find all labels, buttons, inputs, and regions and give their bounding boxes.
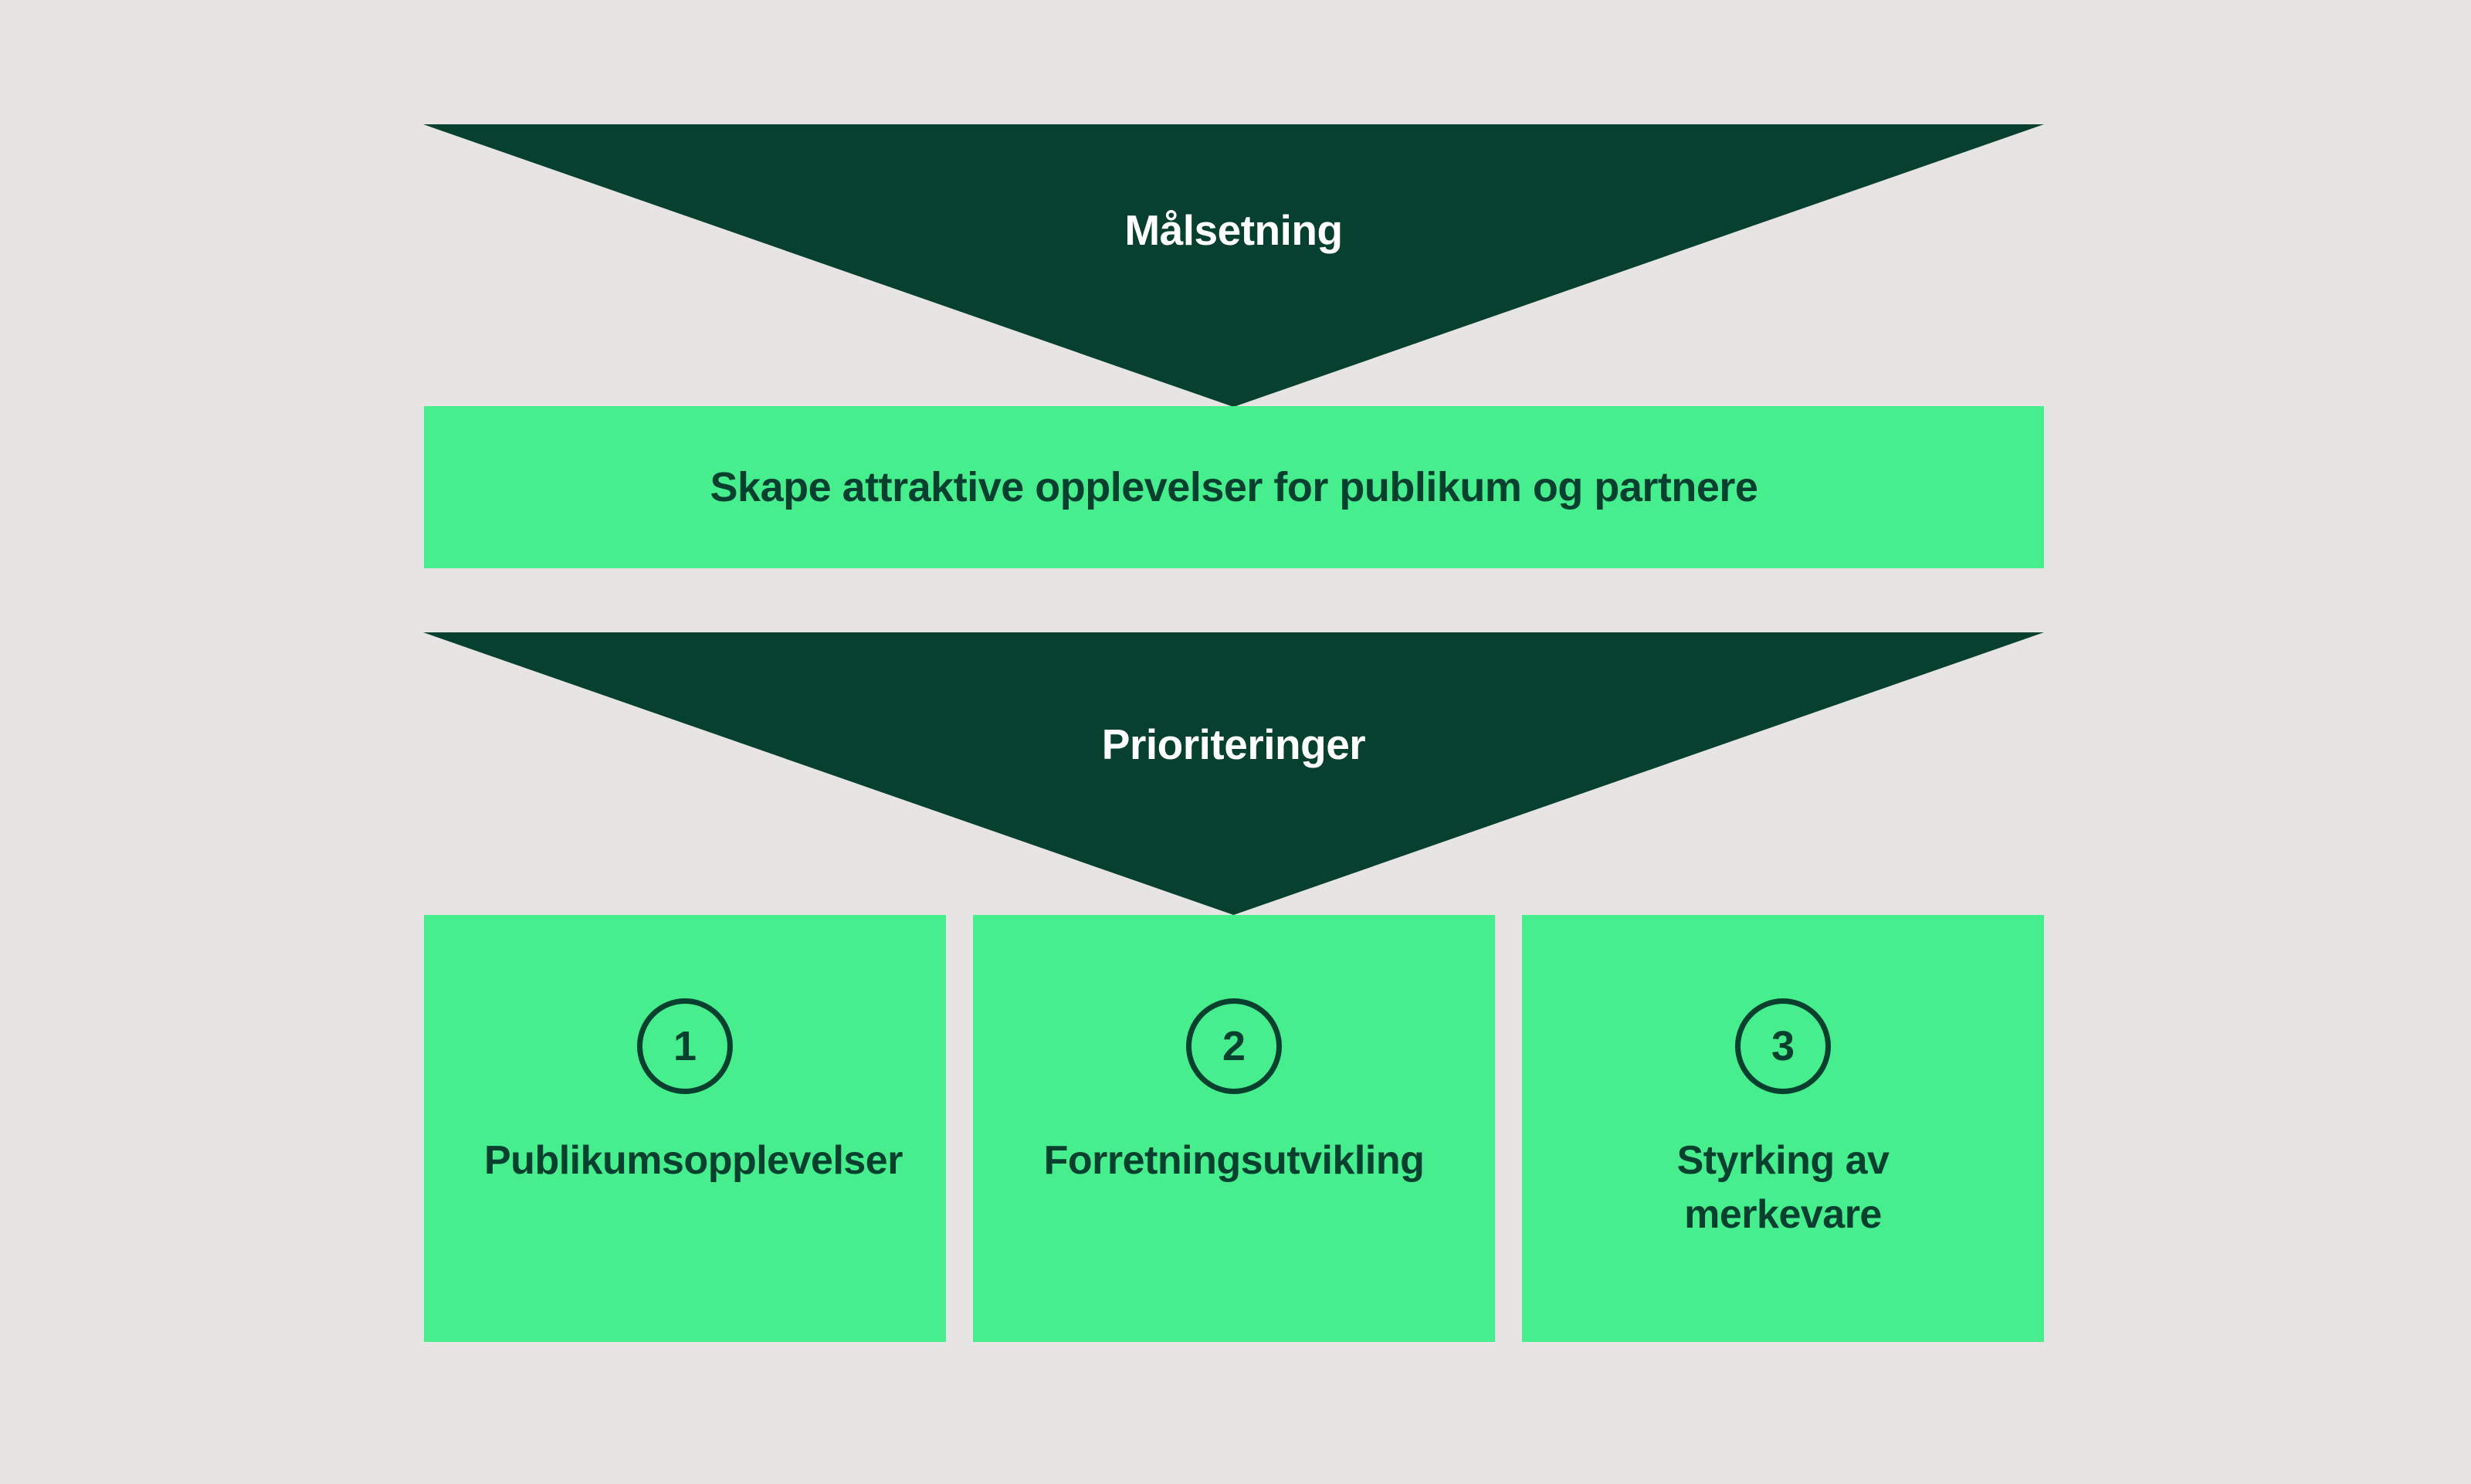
priority-label-1: Publikumsopplevelser: [424, 1133, 946, 1188]
priority-label-2: Forretningsutvikling: [973, 1133, 1495, 1188]
priority-card-1: 1 Publikumsopplevelser: [424, 915, 946, 1342]
priority-number-2: 2: [1222, 1023, 1246, 1069]
funnel-arrow-objective: Målsetning: [423, 124, 2044, 407]
goal-bar: Skape attraktive opplevelser for publiku…: [424, 406, 2044, 568]
goal-text: Skape attraktive opplevelser for publiku…: [710, 464, 1758, 510]
priority-label-text-1: Publikumsopplevelser: [484, 1138, 903, 1183]
priority-number-3: 3: [1771, 1023, 1795, 1069]
priority-number-badge-3: 3: [1735, 998, 1831, 1094]
priority-card-2: 2 Forretningsutvikling: [973, 915, 1495, 1342]
priority-number-1: 1: [673, 1023, 697, 1069]
priority-number-badge-2: 2: [1186, 998, 1282, 1094]
priority-label-text-3: Styrking av merkevare: [1676, 1138, 1890, 1238]
objective-label: Målsetning: [1124, 206, 1343, 254]
priority-label-3: Styrking av merkevare: [1522, 1133, 2044, 1242]
priority-label-text-2: Forretningsutvikling: [1043, 1138, 1425, 1183]
funnel-arrow-priorities: Prioriteringer: [423, 632, 2044, 915]
priority-number-badge-1: 1: [637, 998, 733, 1094]
priority-card-3: 3 Styrking av merkevare: [1522, 915, 2044, 1342]
priorities-label: Prioriteringer: [1101, 720, 1366, 768]
